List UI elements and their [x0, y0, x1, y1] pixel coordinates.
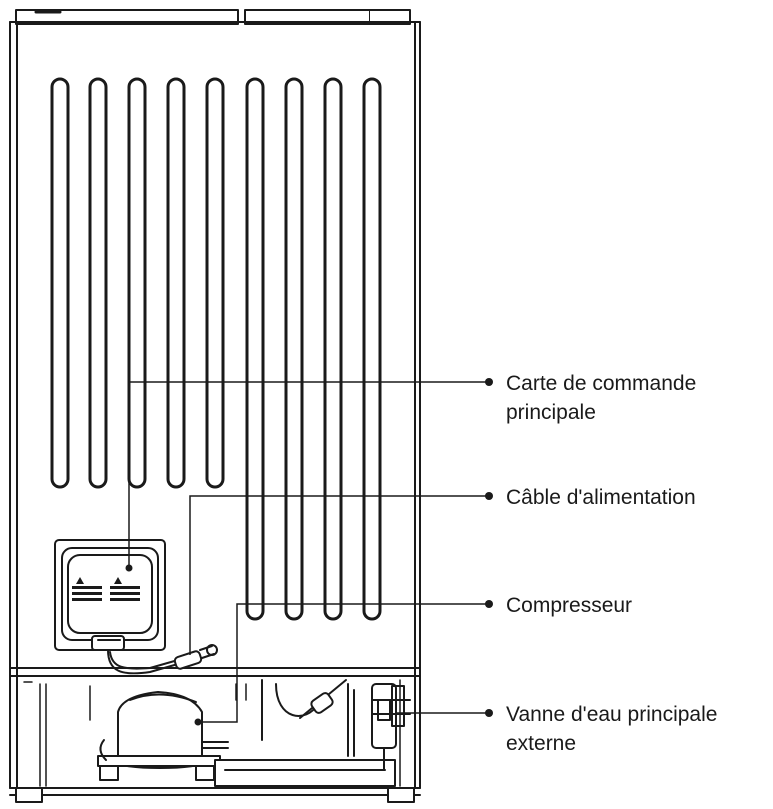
condenser-coils	[50, 77, 382, 621]
compressor	[97, 691, 229, 781]
label-water-valve: Vanne d'eau principale externe	[506, 700, 717, 758]
label-water-valve-line2: externe	[506, 732, 577, 755]
label-compressor-line1: Compresseur	[506, 594, 633, 617]
label-control-board: Carte de commande principale	[506, 369, 696, 427]
label-power-cable-line1: Câble d'alimentation	[506, 486, 696, 509]
leader-power-cable	[189, 492, 493, 655]
power-cable	[107, 644, 218, 675]
label-power-cable: Câble d'alimentation	[506, 483, 696, 512]
label-water-valve-line1: Vanne d'eau principale	[506, 703, 718, 726]
control-board-box	[54, 539, 166, 651]
leader-water-valve	[395, 709, 493, 717]
label-control-board-line2: principale	[506, 401, 596, 424]
label-compressor: Compresseur	[506, 591, 632, 620]
water-valve-assembly	[261, 679, 411, 771]
leader-control-board	[125, 378, 493, 572]
label-control-board-line1: Carte de commande	[506, 372, 697, 395]
leader-compressor	[194, 600, 493, 726]
base-tray	[214, 759, 396, 787]
top-lids	[15, 9, 411, 25]
cabinet-body	[9, 21, 421, 803]
bottom-frame-details	[23, 679, 401, 787]
